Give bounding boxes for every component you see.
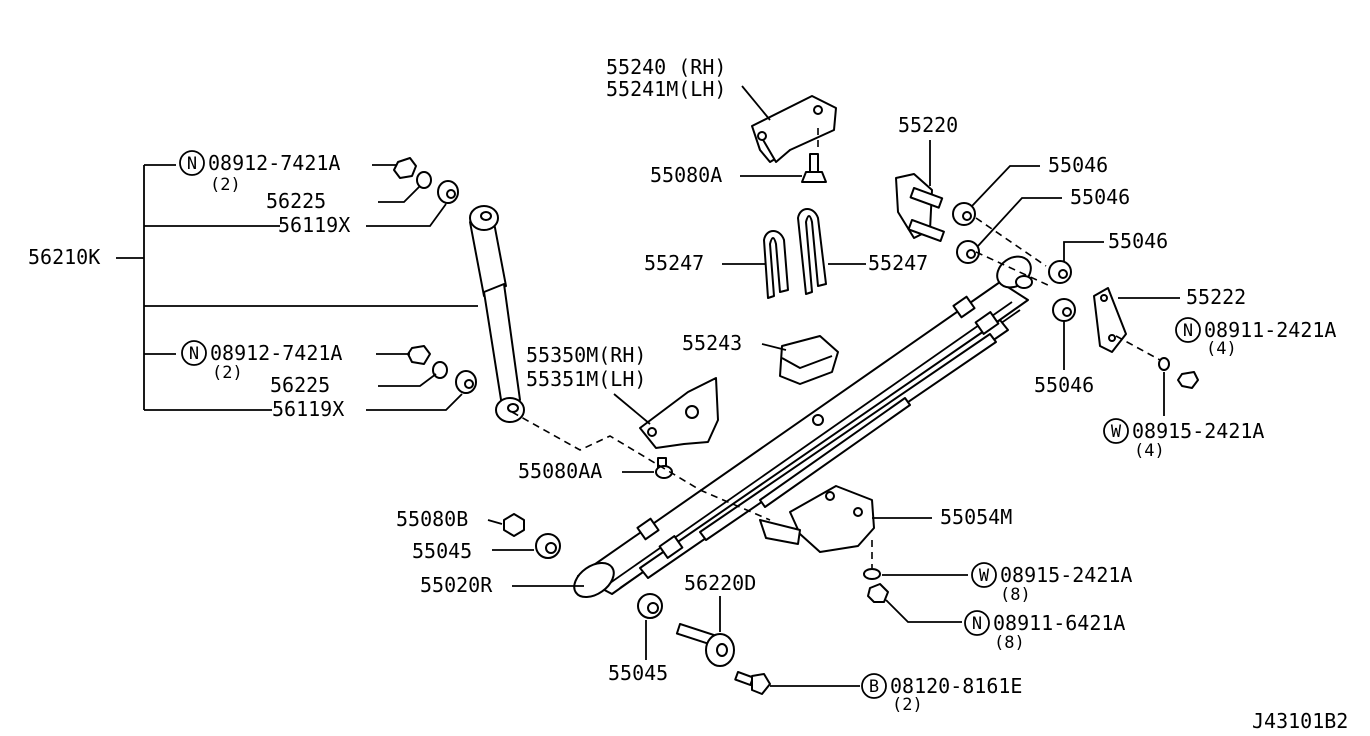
label-55351m: 55351M(LH) [526,367,646,391]
shackle-55220[interactable] [895,173,945,243]
label-55243: 55243 [682,331,742,355]
label-55222: 55222 [1186,285,1246,309]
label-56119x-2: 56119X [272,397,344,421]
label-55220: 55220 [898,113,958,137]
svg-text:N: N [1183,321,1193,341]
label-w-bottom: 08915-2421A [1000,563,1132,587]
washer-symbol-right: W [1103,418,1129,444]
label-55054m: 55054M [940,505,1012,529]
bushings-55046[interactable] [952,202,1076,322]
leader-lines [116,85,1180,687]
label-55247-left: 55247 [644,251,704,275]
pin-56220d[interactable] [675,623,735,667]
bushing-55045-lower[interactable] [637,593,663,619]
label-n-top: 08912-7421A [208,151,340,175]
label-56225-2: 56225 [270,373,330,397]
svg-text:N: N [187,154,197,174]
svg-text:N: N [972,614,982,634]
label-55020r: 55020R [420,573,493,597]
drawing-id: J43101B2 [1252,709,1348,733]
nut-symbol-top: N [179,150,205,176]
label-55046-4: 55046 [1034,373,1094,397]
label-55046-1: 55046 [1048,153,1108,177]
label-55247-right: 55247 [868,251,928,275]
label-56119x-1: 56119X [278,213,350,237]
bolt-55080aa[interactable] [655,457,673,479]
nut-symbol-mid: N [181,340,207,366]
u-bolts-55247[interactable] [763,208,827,299]
svg-text:B: B [869,677,879,697]
shock-upper-hardware[interactable] [393,157,459,204]
label-55080b: 55080B [396,507,468,531]
label-56225-1: 56225 [266,189,326,213]
label-55045-2: 55045 [608,661,668,685]
label-55045-1: 55045 [412,539,472,563]
label-n-right: 08911-2421A [1204,318,1336,342]
bolt-55080a[interactable] [801,153,827,183]
spring-seat-55243[interactable] [779,335,839,385]
part-labels: 55240 (RH) 55241M(LH) 55080A 55220 55046… [28,55,1348,733]
label-n-mid-qty: (2) [212,363,243,383]
label-55350m: 55350M(RH) [526,343,646,367]
label-55240: 55240 (RH) [606,55,726,79]
shock-absorber[interactable] [469,205,525,423]
nut-symbol-right: N [1175,317,1201,343]
label-56210k: 56210K [28,245,100,269]
label-n-right-qty: (4) [1206,339,1237,359]
bushing-55045-front[interactable] [535,533,561,559]
label-b-bottom-qty: (2) [892,695,923,715]
label-55046-2: 55046 [1070,185,1130,209]
nut-55080b[interactable] [503,513,525,537]
nut-symbol-bottom: N [964,610,990,636]
label-w-right-qty: (4) [1134,441,1165,461]
label-55241m: 55241M(LH) [606,77,726,101]
bolt-symbol-bottom: B [861,673,887,699]
svg-text:N: N [189,344,199,364]
label-n-bottom-qty: (8) [994,633,1025,653]
bracket-55350m[interactable] [639,377,719,449]
label-55080aa: 55080AA [518,459,602,483]
svg-text:W: W [1111,422,1122,442]
label-55046-3: 55046 [1108,229,1168,253]
label-w-right: 08915-2421A [1132,419,1264,443]
label-n-bottom: 08911-6421A [993,611,1125,635]
washer-symbol-bottom: W [971,562,997,588]
shock-upper-bracket[interactable] [751,95,837,163]
label-b-bottom: 08120-8161E [890,674,1022,698]
label-n-top-qty: (2) [210,175,241,195]
label-n-mid: 08912-7421A [210,341,342,365]
label-w-bottom-qty: (8) [1000,585,1031,605]
svg-text:W: W [979,566,990,586]
washer-nut-bottom[interactable] [863,568,889,603]
assembly-dashed-lines [511,128,1161,568]
bracket-55054m[interactable] [759,485,875,553]
bolt-08120[interactable] [734,671,771,695]
leaf-spring[interactable] [568,250,1037,604]
label-55080a: 55080A [650,163,722,187]
shackle-plate-55222[interactable] [1093,287,1199,389]
label-56220d: 56220D [684,571,756,595]
